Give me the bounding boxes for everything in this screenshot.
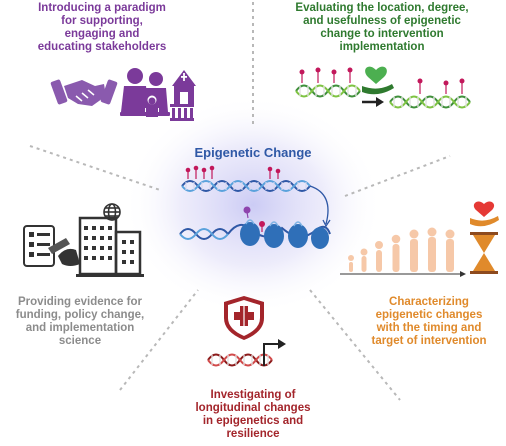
connector-left-lower xyxy=(119,289,199,391)
office-building-icon xyxy=(76,216,144,277)
label-evidence: Providing evidence for funding, policy c… xyxy=(0,296,160,348)
label-stakeholders: Introducing a paradigm for supporting, e… xyxy=(2,2,202,54)
school-icon xyxy=(170,104,194,121)
connector-right-lower xyxy=(309,289,401,401)
label-line: in epigenetics and xyxy=(202,415,304,427)
dna-icon xyxy=(295,67,361,98)
arrow-right-icon xyxy=(362,97,384,107)
label-line: target of intervention xyxy=(371,335,487,347)
handshake-icon xyxy=(50,79,118,106)
center-glow xyxy=(123,95,383,315)
label-evaluating: Evaluating the location, degree, and use… xyxy=(262,2,502,54)
church-icon xyxy=(172,70,196,104)
medical-shield-icon xyxy=(224,296,264,340)
label-line: Introducing a paradigm xyxy=(38,2,166,14)
label-line: Providing evidence for xyxy=(18,296,142,308)
human-growth-icon xyxy=(340,227,466,277)
hand-pen-icon xyxy=(48,238,80,266)
family-icon xyxy=(120,68,170,118)
hourglass-icon xyxy=(470,201,499,274)
label-line: educating stakeholders xyxy=(37,41,167,53)
label-line: epigenetic changes xyxy=(375,309,483,321)
label-line: funding, policy change, xyxy=(15,309,145,321)
label-line: science xyxy=(58,335,102,347)
label-characterizing: Characterizing epigenetic changes with t… xyxy=(352,296,506,348)
label-line: longitudinal changes xyxy=(195,402,311,414)
heart-in-hand-icon xyxy=(362,66,394,95)
center-title: Epigenetic Change xyxy=(194,145,312,160)
label-line: with the timing and xyxy=(376,322,482,334)
label-longitudinal: Investigating of longitudinal changes in… xyxy=(158,389,348,441)
label-line: engaging and xyxy=(64,28,140,40)
label-line: change to intervention xyxy=(320,28,444,40)
globe-icon xyxy=(103,203,121,221)
chromatin-icon xyxy=(179,165,331,249)
connector-left-upper xyxy=(29,145,161,191)
connector-right-upper xyxy=(344,155,451,197)
dna-icon-after xyxy=(389,78,471,109)
label-line: and usefulness of epigenetic xyxy=(303,15,461,27)
checklist-icon xyxy=(23,225,55,267)
label-line: Investigating of xyxy=(210,389,296,401)
rising-arrow-icon xyxy=(263,339,286,366)
label-line: and implementation xyxy=(25,322,135,334)
label-line: for supporting, xyxy=(61,15,143,27)
label-line: implementation xyxy=(339,41,425,53)
label-line: Evaluating the location, degree, xyxy=(295,2,469,14)
label-line: resilience xyxy=(226,428,280,440)
dashed-connectors xyxy=(29,2,451,401)
label-line: Characterizing xyxy=(389,296,469,308)
dna-icon-red xyxy=(207,353,273,367)
